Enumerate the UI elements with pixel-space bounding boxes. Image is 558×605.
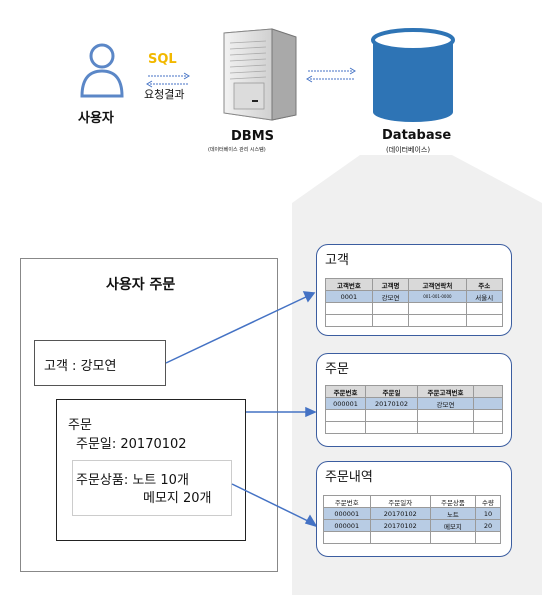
table-cell (473, 421, 503, 434)
table-cell: 강모연 (371, 290, 410, 303)
order-details-table-title: 주문내역 (325, 470, 373, 485)
db-to-dbms-arrow (306, 75, 354, 83)
ordered-items-line-1: 주문상품: 노트 10개 (76, 473, 189, 488)
table-cell: 000001 (323, 507, 371, 520)
database-label: Database (382, 128, 452, 143)
table-row (323, 531, 502, 544)
table-cell (371, 314, 410, 327)
table-header: 주문번호 (324, 385, 367, 398)
table-cell: 노트 (429, 507, 476, 520)
table-cell (365, 409, 418, 422)
table-row (324, 409, 503, 422)
request-result-label: 요청결과 (144, 88, 185, 101)
table-header: 주문번호 (323, 495, 371, 508)
table-cell (473, 409, 503, 422)
table-header: 주문상품 (429, 495, 476, 508)
table-cell (325, 302, 373, 315)
table-cell: 강모연 (417, 397, 474, 410)
ordered-items-line-2: 메모지 20개 (143, 491, 212, 506)
customer-table-card: 고객 고객번호 고객명 고객연락처 주소 0001 강모연 001-001-00… (316, 244, 512, 336)
table-row: 000001 20170102 메모지 20 (323, 519, 502, 532)
table-cell (324, 421, 367, 434)
table-cell (465, 302, 504, 315)
table-cell: 10 (474, 507, 502, 520)
table-cell (369, 531, 431, 544)
table-cell: 000001 (324, 397, 367, 410)
table-cell: 0001 (325, 290, 373, 303)
table-cell: 20170102 (369, 519, 431, 532)
table-cell (474, 531, 502, 544)
customer-text: 고객 : 강모연 (44, 359, 117, 374)
orders-table-card: 주문 주문번호 주문일 주문고객번호 000001 20170102 강모연 (316, 353, 512, 447)
table-cell (371, 302, 410, 315)
table-row: 000001 20170102 강모연 (324, 397, 503, 410)
customer-box (34, 340, 166, 386)
customer-table: 고객번호 고객명 고객연락처 주소 0001 강모연 001-001-0000 … (325, 278, 504, 327)
table-row (324, 421, 503, 434)
table-cell: 20170102 (365, 397, 418, 410)
table-header: 주문고객번호 (417, 385, 474, 398)
order-date: 주문일: 20170102 (76, 437, 187, 452)
table-cell (408, 302, 467, 315)
table-cell (417, 409, 474, 422)
table-cell: 001-001-0000 (408, 290, 467, 303)
table-header: 수량 (474, 495, 502, 508)
table-cell (324, 409, 367, 422)
user-label: 사용자 (78, 111, 114, 126)
table-cell: 서울시 (465, 290, 504, 303)
table-cell: 20170102 (369, 507, 431, 520)
dbms-to-db-arrow (308, 67, 356, 75)
table-header (473, 385, 503, 398)
user-icon (80, 43, 124, 98)
table-header: 고객연락처 (408, 278, 467, 291)
table-cell (365, 421, 418, 434)
table-header: 주소 (465, 278, 504, 291)
database-icon (371, 28, 455, 122)
table-row (325, 314, 504, 327)
table-cell (473, 397, 503, 410)
sql-arrow (148, 72, 190, 80)
dbms-label: DBMS (231, 129, 274, 144)
result-arrow (146, 80, 188, 88)
database-sublabel: (데이터베이스) (386, 146, 431, 154)
table-cell (408, 314, 467, 327)
table-cell (465, 314, 504, 327)
table-header: 주문일자 (369, 495, 431, 508)
table-row: 000001 20170102 노트 10 (323, 507, 502, 520)
table-cell (417, 421, 474, 434)
table-row: 0001 강모연 001-001-0000 서울시 (325, 290, 504, 303)
table-cell (429, 531, 476, 544)
server-icon (223, 28, 297, 121)
table-header: 고객번호 (325, 278, 373, 291)
table-header: 고객명 (371, 278, 410, 291)
dbms-sublabel: (데이터베이스 관리 시스템) (208, 147, 266, 153)
order-box-title: 주문 (68, 418, 92, 433)
user-order-title: 사용자 주문 (106, 277, 176, 293)
customer-table-title: 고객 (325, 253, 349, 268)
order-details-table-card: 주문내역 주문번호 주문일자 주문상품 수량 000001 20170102 노… (316, 461, 512, 557)
table-header: 주문일 (365, 385, 418, 398)
orders-table-title: 주문 (325, 362, 349, 377)
table-cell: 메모지 (429, 519, 476, 532)
ordered-items-box (72, 460, 232, 516)
sql-label: SQL (148, 52, 177, 67)
table-cell: 20 (474, 519, 502, 532)
table-cell (325, 314, 373, 327)
table-cell (323, 531, 371, 544)
orders-table: 주문번호 주문일 주문고객번호 000001 20170102 강모연 (324, 385, 503, 434)
order-details-table: 주문번호 주문일자 주문상품 수량 000001 20170102 노트 10 … (323, 495, 502, 544)
table-cell: 000001 (323, 519, 371, 532)
table-row (325, 302, 504, 315)
